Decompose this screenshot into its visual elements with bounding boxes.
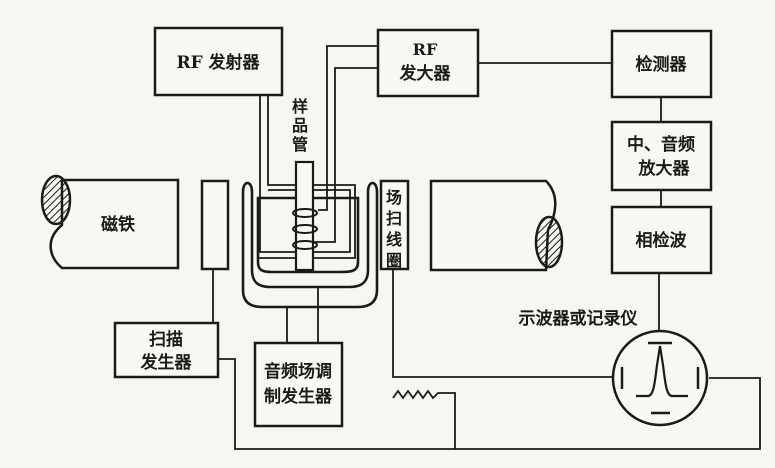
sweep-generator-block: 扫描 发生器 <box>113 321 220 379</box>
magnet-right-pole-icon <box>534 215 564 269</box>
resistor-icon <box>392 389 456 449</box>
sweep-coil-char: 圈 <box>386 251 402 270</box>
sample-tube-label: 样 品 管 <box>292 97 308 154</box>
coil-turn-icon <box>292 240 318 250</box>
rf-amplifier-label-line2: 发大器 <box>399 63 452 84</box>
audio-modulation-generator-block: 音频场调 制发生器 <box>253 341 344 428</box>
rf-amplifier-block: RF 发大器 <box>376 28 480 98</box>
coil-turn-icon <box>292 208 318 218</box>
magnet-label: 磁铁 <box>101 214 135 235</box>
magnet-left: 磁铁 <box>40 174 180 270</box>
detector-block: 检测器 <box>610 29 713 99</box>
sweep-generator-label-line2: 发生器 <box>140 352 193 373</box>
sweep-coil: 场 扫 线 圈 <box>379 179 410 271</box>
rf-transmitter-block: RF 发射器 <box>153 26 284 97</box>
audio-mod-gen-label-line1: 音频场调 <box>264 361 332 382</box>
detector-label: 检测器 <box>636 54 688 75</box>
modulation-coil-inner <box>256 196 360 274</box>
sweep-coil-char: 场 <box>386 188 402 207</box>
wire-rf-transmitter-coil <box>259 96 351 253</box>
rf-transmitter-label: RF 发射器 <box>176 52 260 73</box>
rf-amplifier-label-line1: RF <box>413 40 438 59</box>
resonance-peak-icon <box>636 345 688 398</box>
wire-sweep-gen-bottom <box>218 358 761 450</box>
sweep-generator-label-line1: 扫描 <box>149 329 183 350</box>
sample-tube-char: 管 <box>292 135 308 154</box>
wire-rf-transmitter-coil-return <box>258 96 356 259</box>
audio-mod-gen-label-line2: 制发生器 <box>264 386 333 407</box>
connection-wires <box>212 45 761 450</box>
sample-tube <box>292 160 318 272</box>
oscilloscope-icon <box>611 329 709 427</box>
magnet-right <box>429 179 564 272</box>
coil-turn-icon <box>292 224 318 234</box>
if-audio-amplifier-label-line1: 中、音频 <box>627 134 695 155</box>
sweep-coil-char: 线 <box>386 230 402 249</box>
phase-detector-block: 相检波 <box>610 205 713 275</box>
sweep-plate-left <box>200 179 230 271</box>
if-audio-amplifier-label-line2: 放大器 <box>638 158 691 179</box>
magnet-left-pole-icon <box>40 174 72 226</box>
modulation-coils <box>241 181 379 309</box>
phase-detector-label: 相检波 <box>636 230 688 251</box>
wire-receiver-coil-a <box>318 45 378 211</box>
modulation-coil-outer <box>241 181 379 309</box>
sweep-coil-char: 扫 <box>386 209 402 228</box>
sample-tube-char: 样 <box>292 97 308 116</box>
oscilloscope-label: 示波器或记录仪 <box>519 308 639 329</box>
sample-tube-char: 品 <box>292 116 308 135</box>
wire-receiver-coil-b <box>300 67 378 243</box>
if-audio-amplifier-block: 中、音频 放大器 <box>610 120 713 192</box>
wire-sweep-coil-scope <box>392 270 613 378</box>
